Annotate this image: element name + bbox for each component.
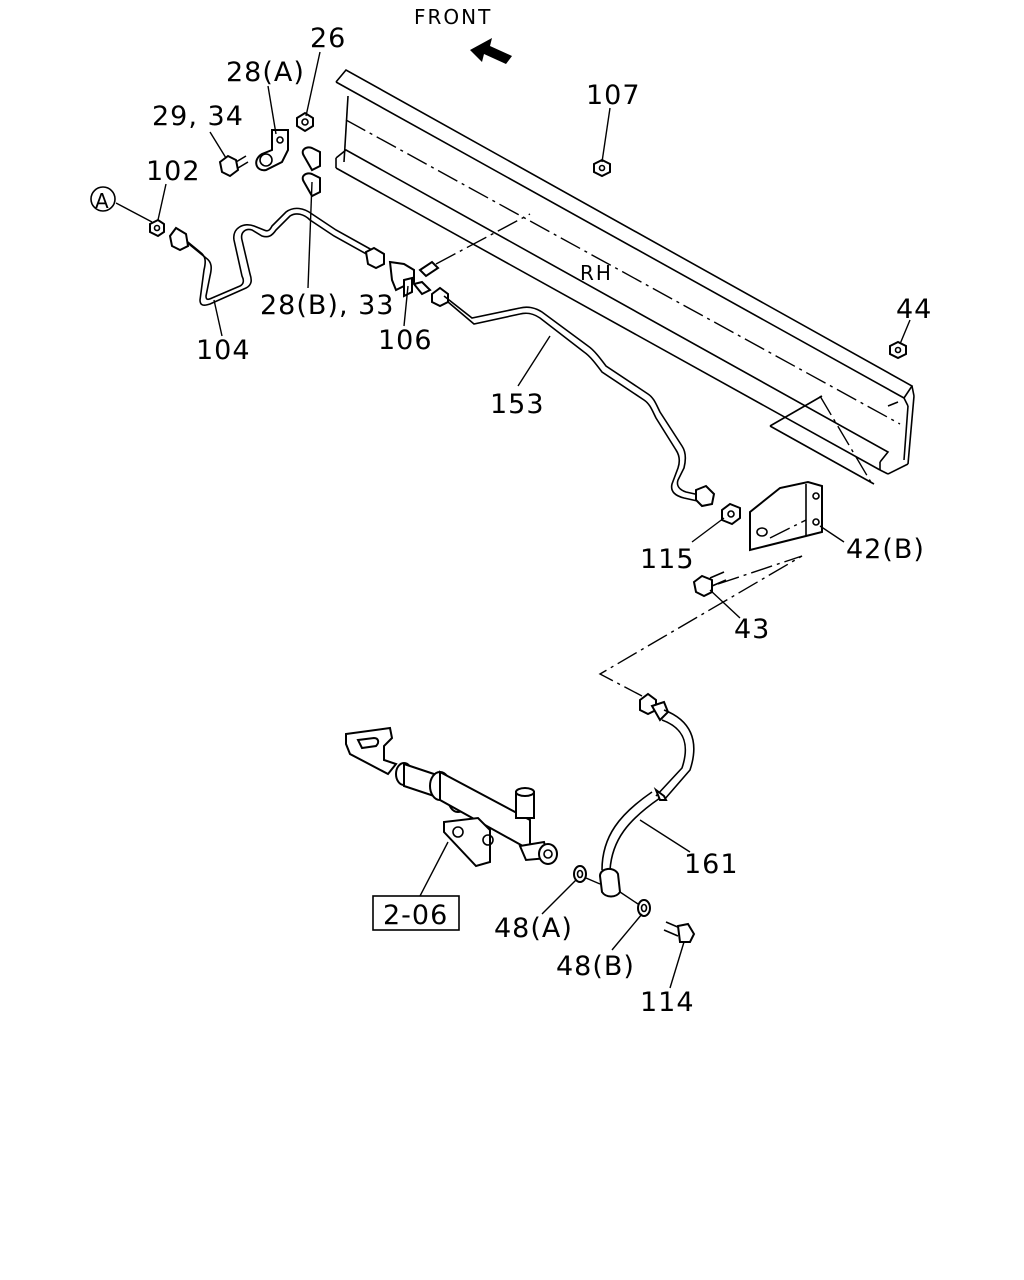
tee-106	[388, 260, 440, 298]
bolt-29-34	[218, 154, 249, 178]
nut-44	[889, 340, 907, 360]
label-153: 153	[490, 389, 545, 420]
bolt-114	[663, 921, 696, 943]
nut-115	[721, 502, 741, 526]
label-43: 43	[734, 614, 770, 645]
label-48a: 48(A)	[494, 913, 573, 944]
section-ref-text: 2-06	[383, 900, 448, 931]
label-26: 26	[310, 23, 346, 54]
callout-a-letter: A	[95, 189, 111, 213]
label-29-34: 29, 34	[152, 101, 244, 132]
label-28a: 28(A)	[226, 57, 305, 88]
label-102: 102	[146, 156, 201, 187]
bracket-42b	[749, 480, 823, 552]
label-106: 106	[378, 325, 433, 356]
nut-107	[593, 158, 611, 178]
frame-side-label: RH	[580, 261, 613, 285]
nut-26	[296, 111, 314, 133]
washer-48a	[573, 865, 587, 883]
master-cylinder	[345, 726, 558, 868]
label-48b: 48(B)	[556, 951, 635, 982]
front-label: FRONT	[414, 5, 492, 29]
section-ref-box	[372, 895, 460, 931]
washer-48b	[637, 899, 651, 917]
frame-rail	[335, 68, 915, 485]
callout-a-circle	[90, 186, 116, 212]
hose-161	[598, 692, 695, 898]
label-114: 114	[640, 987, 695, 1018]
label-44: 44	[896, 294, 932, 325]
pipe-104	[168, 207, 385, 306]
label-104: 104	[196, 335, 251, 366]
label-115: 115	[640, 544, 695, 575]
label-107: 107	[586, 80, 641, 111]
nut-102	[149, 218, 165, 238]
clip-28a	[255, 129, 289, 172]
arrow-left-icon	[470, 38, 512, 64]
bolt-43	[692, 571, 727, 598]
clip-28b-33	[301, 146, 321, 198]
label-28b-33: 28(B), 33	[260, 290, 394, 321]
label-42b: 42(B)	[846, 534, 925, 565]
label-161: 161	[684, 849, 739, 880]
pipe-153	[431, 286, 716, 508]
